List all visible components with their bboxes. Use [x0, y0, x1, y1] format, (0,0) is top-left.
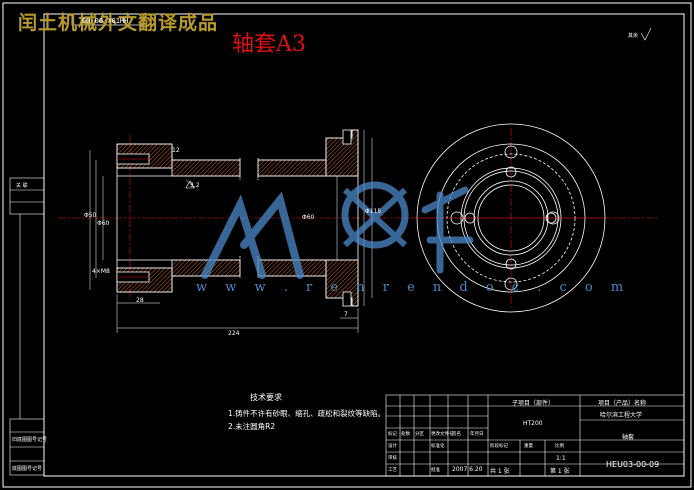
watermark-title: 闰土机械外文翻译成品	[18, 12, 219, 34]
dim-flange-left: 28	[136, 297, 144, 304]
dim-phi-3: Φ60	[302, 214, 315, 221]
tb-row-label-3: 更改文件号	[431, 432, 454, 437]
tb-university: 哈尔滨工程大学	[600, 412, 643, 419]
tb-row-label-4: 签名	[452, 432, 461, 437]
drawing-code-top: 60-00-X01HH	[82, 17, 129, 25]
tb-row2-label-6: 比例	[555, 444, 564, 449]
watermark-url: w w w . r e n r e n d o c . c o m	[196, 280, 631, 295]
tb-row-label-0: 标记	[388, 432, 397, 437]
dim-phi-4: Φ115	[365, 208, 382, 215]
tb-page-info: 第 1 张	[550, 468, 570, 475]
watermark-logo	[201, 181, 474, 279]
dim-overall-length: 224	[228, 330, 240, 337]
dim-phi-2: Φ60	[97, 220, 110, 227]
tb-row2-label-2: 标准化	[431, 444, 445, 449]
tb-date: 2007.6.20	[452, 466, 483, 473]
drawing-title-red: 轴套A3	[232, 32, 306, 57]
hatch-top-mid	[171, 159, 241, 177]
tech-requirements-title: 技术要求	[250, 393, 282, 402]
dim-right: 7	[344, 311, 348, 318]
tb-row2-label-5: 重量	[524, 444, 533, 449]
tb-sub-item-header: 子项目（部件）	[512, 400, 555, 407]
tb-scale: 1:1	[556, 455, 566, 462]
tb-sheet-info: 共 1 张	[490, 468, 510, 475]
tb-row-label-2: 分区	[415, 432, 424, 437]
tb-row-label-5: 年月日	[470, 432, 484, 437]
ra-symbol	[185, 180, 195, 189]
hatch-bot-right	[257, 259, 327, 277]
tb-row4-label-2: 批准	[431, 468, 440, 473]
side-label-base-drawing: 底图图号记号	[12, 466, 43, 472]
dim-bore-ra: 3.2	[190, 182, 200, 189]
side-label-ref: 关 联	[16, 183, 28, 189]
dimension-lines	[89, 130, 373, 333]
tb-row3-label-0: 审核	[388, 456, 397, 461]
tb-project-header: 项目（产品）名称	[598, 400, 647, 407]
tb-row4-label-0: 工艺	[388, 468, 397, 473]
hatch-flange-top	[325, 129, 359, 177]
tb-row-label-1: 处数	[401, 432, 410, 437]
code-box	[71, 13, 145, 26]
section-view	[116, 129, 359, 307]
tb-part-name: 轴套	[622, 434, 635, 441]
roughness-symbol	[640, 27, 652, 41]
tech-requirement-1: 1.铸件不许有砂眼、缩孔、疏松和裂纹等缺陷。	[228, 409, 386, 418]
tb-material: HT200	[523, 420, 543, 427]
tb-drawing-number: HEU03-00-09	[606, 460, 660, 469]
tech-requirement-2: 2.未注圆角R2	[228, 422, 276, 431]
roughness-note: 其余	[628, 33, 639, 39]
side-label-old-drawing: 旧底图图号记号	[12, 437, 48, 443]
inner-border	[43, 13, 685, 477]
dim-keyway: 12	[172, 147, 180, 154]
left-side-strips	[9, 177, 45, 476]
hatch-top-right	[257, 159, 327, 177]
dim-phi-1: Φ50	[84, 212, 97, 219]
dim-chamfer: 4×M8	[92, 268, 110, 275]
front-view	[415, 123, 607, 313]
tb-row2-label-4: 阶段标记	[490, 444, 508, 449]
title-block	[385, 394, 685, 477]
tb-row2-label-0: 设计	[388, 444, 397, 449]
